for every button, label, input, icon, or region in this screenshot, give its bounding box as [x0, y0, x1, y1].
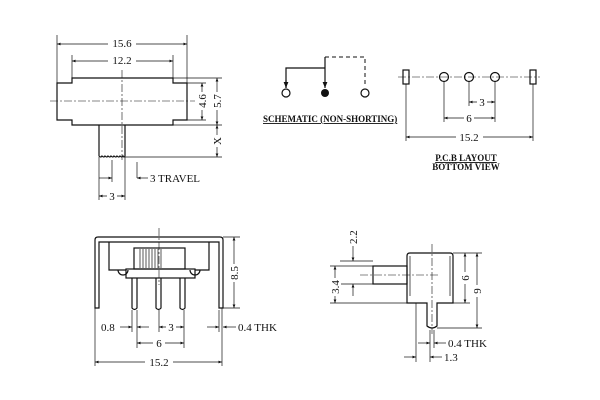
dimension-label-body: 12.2 — [112, 55, 131, 67]
dimension-label-inner-height: 4.6 — [197, 94, 209, 108]
pin — [131, 278, 138, 311]
front-dimension-pin-width: 0.8 — [101, 322, 115, 334]
front-dimension-pitch: 3 — [168, 322, 174, 334]
pin — [155, 278, 162, 311]
front-dimension-overall: 15.2 — [149, 357, 168, 369]
terminal-open — [360, 88, 370, 98]
side-body-outline — [406, 252, 454, 329]
side-dimension-total-height: 9 — [472, 288, 484, 294]
side-dimension-shaft-offset: 3.4 — [330, 280, 342, 294]
slider-housing — [133, 247, 186, 270]
pcb-dimension-outer-pins: 6 — [466, 113, 472, 125]
pcb-layout-subtitle: BOTTOM VIEW — [432, 162, 499, 172]
travel-label: 3 TRAVEL — [150, 173, 200, 185]
side-dimension-body-height: 6 — [460, 275, 472, 281]
pcb-dimension-pitch: 3 — [479, 97, 485, 109]
front-dimension-thickness: 0.4 THK — [238, 322, 277, 334]
pcb-layout: 3 6 15.2 P.C.B LAYOUT BOTTOM VIEW — [398, 69, 540, 172]
base-plate — [125, 268, 196, 279]
schematic-title: SCHEMATIC (NON-SHORTING) — [263, 114, 397, 124]
side-dimension-shaft-height: 2.2 — [348, 230, 360, 244]
pin-hole — [489, 71, 501, 83]
pcb-layout-title: P.C.B LAYOUT — [435, 153, 497, 163]
side-view: 2.2 3.4 6 9 0.4 THK 1.3 — [329, 230, 487, 364]
actuator-lever — [98, 125, 126, 158]
dimension-label-outer-height: 5.7 — [212, 94, 224, 108]
pin-hole — [438, 71, 450, 83]
front-dimension-outer-pins: 6 — [156, 338, 162, 350]
schematic-wire — [285, 67, 325, 88]
pcb-dimension-overall: 15.2 — [459, 132, 478, 144]
front-view: 8.5 0.8 3 6 15.2 0.4 THK — [94, 228, 277, 369]
pin-hole — [463, 71, 475, 83]
terminal-common — [321, 89, 329, 97]
side-dimension-pin-offset: 1.3 — [444, 352, 458, 364]
top-view: 15.6 12.2 4.6 5.7 X 3 TRAVEL 3 — [50, 35, 224, 203]
dimension-label-actuator-x: X — [212, 137, 224, 145]
schematic: SCHEMATIC (NON-SHORTING) — [263, 56, 397, 124]
terminal-open — [281, 88, 291, 98]
dimension-label-actuator-width: 3 — [109, 191, 115, 203]
side-dimension-thickness: 0.4 THK — [448, 338, 487, 350]
dimension-label-overall: 15.6 — [112, 38, 132, 50]
slider-knob-ridges — [139, 249, 162, 268]
front-dimension-height: 8.5 — [229, 266, 241, 280]
schematic-alternate-path — [325, 56, 366, 86]
pin — [179, 278, 186, 311]
